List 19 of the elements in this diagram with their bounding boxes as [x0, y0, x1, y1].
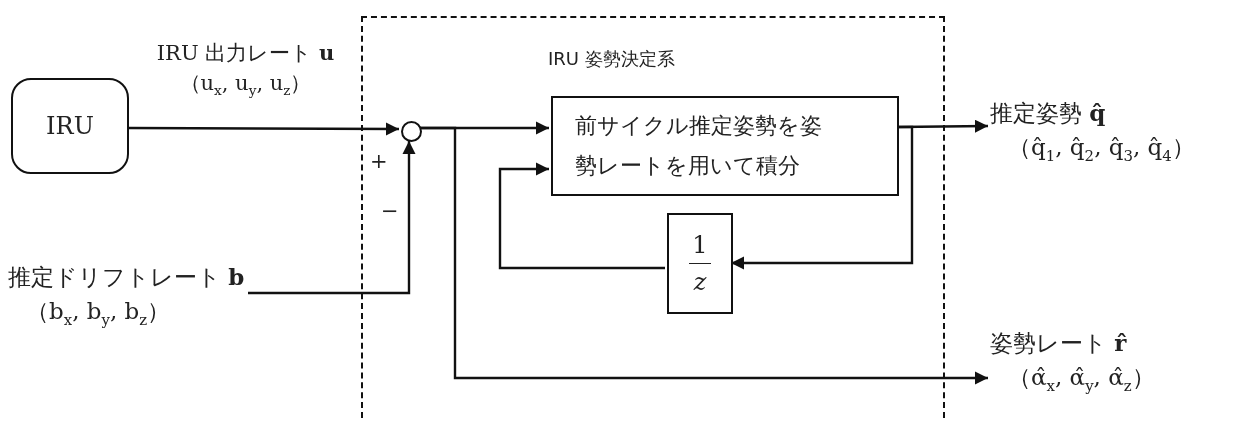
arrow: [498, 162, 665, 270]
signal-name: 推定姿勢 q̂: [990, 98, 1106, 128]
sign-label: −: [381, 198, 399, 225]
edge-label: IRU 出力レート u （u$_{x}$, u$_{y}$, u$_{z}$）: [155, 39, 336, 101]
arrow: [248, 141, 416, 295]
arrow: [420, 126, 988, 385]
sign-label: +: [370, 148, 388, 175]
sensor-box: IRU: [11, 78, 129, 174]
signal-name: 推定ドリフトレート b: [8, 262, 245, 292]
signal-name: 姿勢レート r̂: [990, 328, 1127, 358]
summing-junction: [401, 121, 422, 142]
delay-block: 1 z: [667, 213, 733, 314]
signal-components: （α̂$_{x}$, α̂$_{y}$, α̂$_{z}$）: [1008, 363, 1155, 397]
arrow: [129, 122, 399, 136]
system-title: IRU 姿勢決定系: [548, 47, 675, 71]
system-boundary: [361, 16, 945, 418]
signal-components: （b$_{x}$, b$_{y}$, b$_{z}$）: [26, 297, 171, 331]
signal-components: （q̂$_{1}$, q̂$_{2}$, q̂$_{3}$, q̂$_{4}$）: [1008, 133, 1195, 167]
process-box: 前サイクル推定姿勢を姿勢レートを用いて積分: [551, 96, 899, 196]
